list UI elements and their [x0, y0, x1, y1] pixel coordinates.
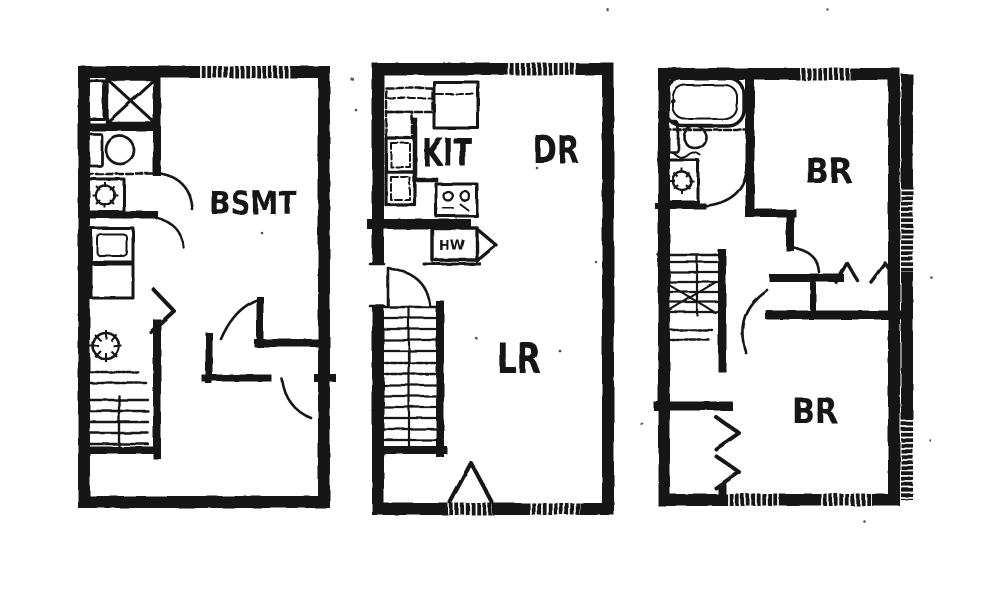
kitchen-room-label: KIT: [422, 131, 472, 175]
door-swing-arrow: [475, 227, 498, 263]
cabinet-fixture: [85, 79, 106, 121]
stair-break-line: [663, 281, 717, 314]
washer-fixture: [89, 226, 135, 264]
door-arc: [219, 298, 259, 341]
shower-stall-fixture: [105, 77, 157, 125]
hatch-squiggle: [663, 151, 701, 159]
folding-door-chevron: [149, 287, 176, 334]
lower-bedroom-label: BR: [792, 392, 838, 432]
main-floor-stairs: [372, 301, 447, 457]
water-heater-closet: HW: [422, 226, 498, 266]
entry-door-swing: [448, 461, 494, 504]
upper-bedroom-label: BR: [805, 152, 853, 192]
bedroom-top-window: [800, 68, 850, 80]
floor-drain-fixture: [90, 330, 122, 362]
dining-room-label: DR: [533, 128, 579, 172]
living-bottom-window: [528, 503, 580, 515]
door-arc: [788, 245, 821, 274]
living-room-label: LR: [497, 334, 541, 383]
basement-stairs: [82, 394, 156, 454]
door-arc: [386, 266, 432, 308]
basement-room-label: BSMT: [210, 184, 297, 222]
basement-top-window: [200, 66, 290, 78]
living-bottom-window: [448, 503, 492, 515]
door-arc: [702, 166, 749, 208]
folding-door-chevron: [834, 261, 860, 284]
bathtub-fixture: [664, 76, 746, 128]
upper-floor-exterior-walls: [658, 68, 900, 506]
door-arc: [154, 216, 186, 250]
basement-panel: BSMT: [78, 66, 336, 508]
range-fixture: [384, 136, 417, 207]
upper-floor-panel: BR BR: [653, 68, 913, 506]
folding-door-chevron: [869, 261, 899, 284]
upper-floor-stairs: [656, 249, 726, 372]
door-arc: [155, 171, 194, 211]
dining-top-window: [505, 63, 577, 75]
bath-sink-fixture: [664, 158, 700, 204]
side-window-strip: [901, 74, 913, 500]
door-arc: [280, 377, 313, 420]
dryer-fixture: [89, 262, 135, 300]
folding-door-chevron: [714, 415, 741, 451]
laundry-tub-fixture: [86, 177, 126, 214]
scan-speckles: [260, 7, 934, 523]
folding-door-chevron: [714, 454, 741, 490]
door-arc: [741, 288, 769, 355]
water-heater-label: HW: [439, 238, 465, 254]
toilet-fixture: [86, 132, 136, 168]
bedroom-bottom-window: [728, 494, 782, 506]
main-floor-panel: HW KI: [367, 63, 614, 515]
sink-fixture: [434, 182, 479, 218]
stair-doorway: [368, 262, 432, 308]
bedroom-bottom-window: [818, 494, 872, 506]
refrigerator-fixture: [432, 80, 480, 130]
